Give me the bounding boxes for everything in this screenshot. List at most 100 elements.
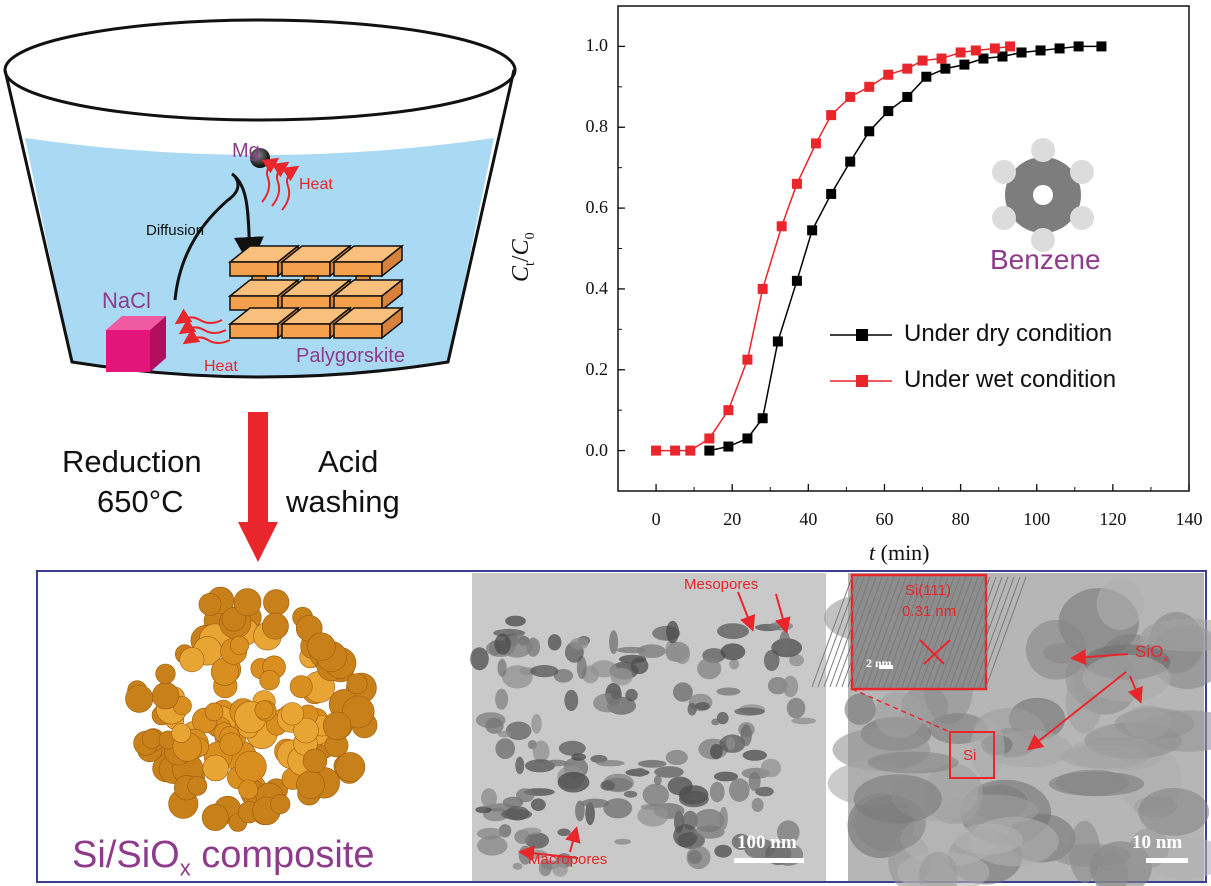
data-point [704, 433, 715, 444]
tem-particle [1051, 843, 1132, 867]
data-point [883, 69, 894, 80]
tem-particle [545, 759, 568, 767]
tem-particle [477, 835, 508, 856]
legend-entry-1: Under wet condition [904, 366, 1117, 393]
lattice-fringe [853, 576, 895, 688]
lattice-fringe [841, 576, 883, 688]
tem-particle [720, 643, 746, 661]
tem-particle [575, 800, 585, 822]
lattice-fringe [949, 576, 991, 688]
mg-label: Mg [232, 140, 260, 162]
y-axis-label: Ct/C0 [508, 232, 538, 282]
data-point [845, 91, 856, 102]
composite-grain [219, 732, 243, 756]
composite-grain [201, 803, 229, 831]
tem-particle [918, 851, 958, 886]
data-point [791, 178, 802, 189]
tem-particle [1124, 705, 1171, 739]
tem-particle [748, 772, 761, 792]
lattice-fringe [847, 576, 889, 688]
palygorskite-structure [227, 244, 405, 340]
inset-scale-label: 2 nm [866, 656, 892, 670]
composite-grain [202, 754, 229, 782]
x-tick-label: 80 [951, 509, 970, 529]
tem-particle [1055, 769, 1129, 796]
composite-grain [335, 752, 366, 782]
lattice-fringe [979, 576, 1021, 688]
lattice-fringe [895, 576, 937, 688]
composite-grain [155, 663, 176, 684]
y-tick-label: 0.6 [585, 197, 609, 218]
composite-grain [198, 593, 222, 616]
data-point [936, 53, 947, 64]
tem-particle [711, 718, 720, 726]
lattice-fringe [865, 576, 907, 688]
legend-marker [856, 375, 868, 387]
data-point [685, 445, 696, 456]
si-label: Si [963, 747, 977, 764]
tem-particle [552, 862, 568, 877]
data-point [670, 445, 681, 456]
tem-particle [695, 702, 710, 711]
tem-particle [521, 827, 542, 835]
heat-arrows-top [261, 157, 300, 211]
tem-particle [667, 776, 693, 796]
si-region-box [949, 731, 995, 779]
tem-particle [755, 786, 774, 797]
data-point [902, 63, 913, 74]
lattice-fringe [871, 576, 913, 688]
tem-particle [853, 774, 942, 824]
reduction-label: Reduction [62, 444, 202, 479]
composite-grain [233, 588, 262, 617]
data-point [970, 45, 981, 56]
lattice-fringe [913, 576, 955, 688]
lattice-fringe [907, 576, 949, 688]
scale-bar-left [734, 858, 804, 863]
data-point [1073, 41, 1084, 52]
tem-particle [505, 615, 526, 627]
tem-particle [532, 740, 550, 763]
tem-particle [570, 637, 589, 650]
data-point [807, 225, 818, 236]
data-point [1016, 47, 1027, 58]
data-point [772, 336, 783, 347]
tem-particle [634, 767, 647, 778]
tem-particle [763, 649, 780, 672]
tem-particle [494, 633, 511, 655]
diffusion-label: Diffusion [146, 222, 205, 239]
mesopores-label: Mesopores [684, 576, 759, 593]
composite-grain [171, 723, 192, 744]
composite-grain [270, 794, 291, 815]
x-tick-label: 140 [1175, 509, 1203, 529]
data-point [723, 441, 734, 452]
tem-particle [495, 688, 509, 710]
tem-particle [525, 832, 549, 849]
tem-particle [515, 756, 525, 775]
tem-particle [531, 714, 542, 734]
x-tick-label: 20 [723, 509, 742, 529]
tem-particle [553, 669, 574, 683]
tem-particle [687, 702, 697, 716]
composite-grain [289, 675, 313, 699]
tem-particle [585, 802, 595, 826]
tem-particle [874, 691, 924, 738]
composite-grain [261, 612, 289, 640]
tem-particle [844, 693, 876, 725]
data-point [864, 81, 875, 92]
nacl-cube [106, 316, 166, 372]
y-tick-label: 0.2 [585, 358, 609, 379]
tem-particle [789, 654, 804, 667]
tem-particle [481, 788, 497, 808]
data-point [776, 221, 787, 232]
lattice-fringe [937, 576, 979, 688]
lattice-fringe [919, 576, 961, 688]
tem-particle [1141, 618, 1211, 652]
heat-arrows-bottom [174, 308, 231, 345]
lattice-fringe [889, 576, 931, 688]
data-point [921, 71, 932, 82]
tem-particle [485, 717, 504, 734]
tem-particle [716, 711, 729, 725]
tem-particle [590, 660, 617, 678]
lattice-fringe [931, 576, 973, 688]
